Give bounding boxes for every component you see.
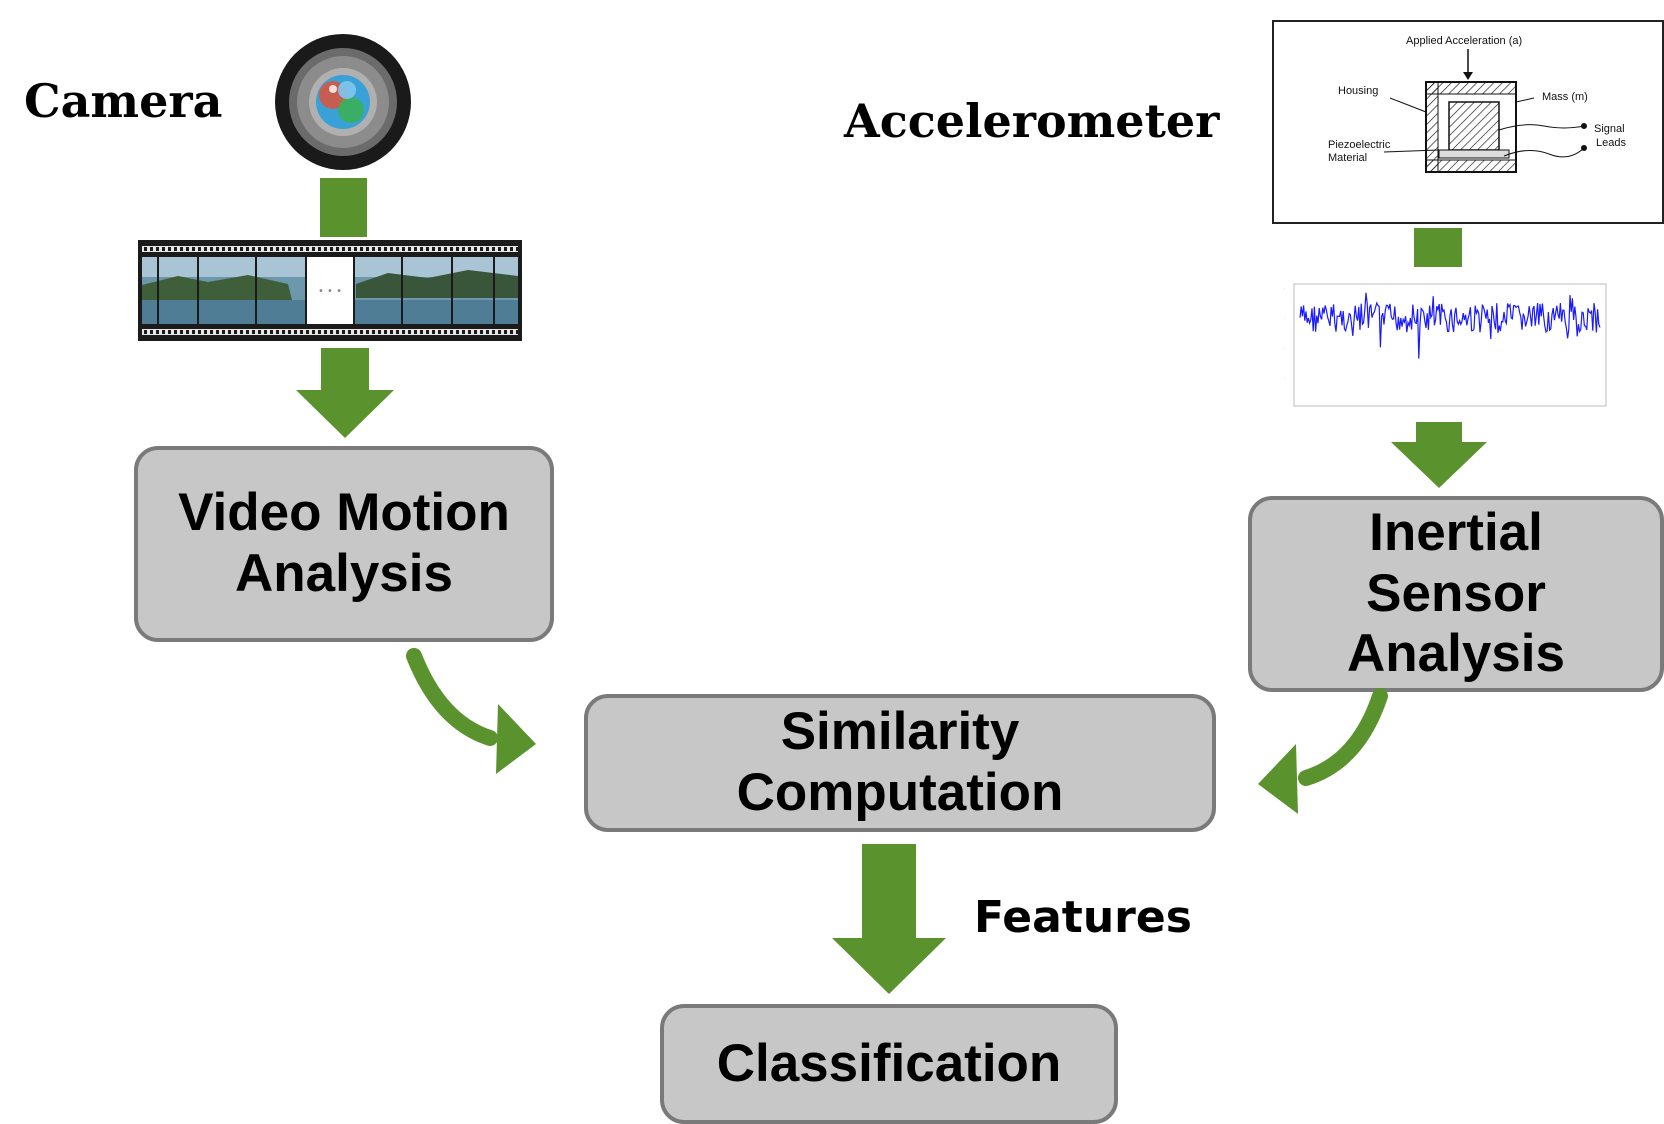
signal-plot-image: · · · ·	[1284, 283, 1607, 407]
applied-acceleration-label: Applied Acceleration (a)	[1406, 35, 1522, 47]
signal-label: Signal	[1594, 123, 1625, 135]
down-arrow-video	[296, 348, 394, 438]
housing-label: Housing	[1338, 85, 1378, 97]
camera-connector	[320, 178, 367, 237]
piezoelectric-label: Piezoelectric	[1328, 139, 1391, 151]
down-arrow-features	[832, 844, 946, 994]
curved-arrow-right	[1258, 688, 1388, 814]
leads-label: Leads	[1596, 137, 1626, 149]
material-label: Material	[1328, 152, 1367, 164]
similarity-computation-label: Similarity Computation	[736, 702, 1064, 822]
inertial-sensor-analysis-label: Inertial Sensor Analysis	[1346, 502, 1565, 684]
svg-text:·: ·	[1284, 316, 1286, 322]
svg-text:·: ·	[1284, 376, 1286, 382]
video-motion-analysis-box: Video Motion Analysis	[134, 446, 554, 642]
svg-text:·: ·	[1284, 346, 1286, 352]
accelerometer-label: Accelerometer	[844, 94, 1220, 148]
classification-label: Classification	[716, 1034, 1062, 1093]
video-motion-analysis-label: Video Motion Analysis	[178, 483, 510, 603]
camera-label: Camera	[24, 74, 223, 128]
curved-arrow-left	[406, 648, 536, 774]
svg-text:·: ·	[1284, 286, 1286, 292]
accelerometer-schematic: Applied Acceleration (a) Housing Mass (m…	[1272, 20, 1664, 224]
inertial-sensor-analysis-box: Inertial Sensor Analysis	[1248, 496, 1664, 692]
down-arrow-inertial	[1391, 422, 1487, 488]
mass-label: Mass (m)	[1542, 91, 1588, 103]
similarity-computation-box: Similarity Computation	[584, 694, 1216, 832]
accelerometer-connector	[1414, 228, 1462, 267]
classification-box: Classification	[660, 1004, 1118, 1124]
features-label: Features	[974, 892, 1192, 943]
film-strip-image: • • •	[138, 240, 522, 341]
camera-lens-icon	[275, 34, 411, 170]
svg-text:• • •: • • •	[318, 286, 342, 297]
